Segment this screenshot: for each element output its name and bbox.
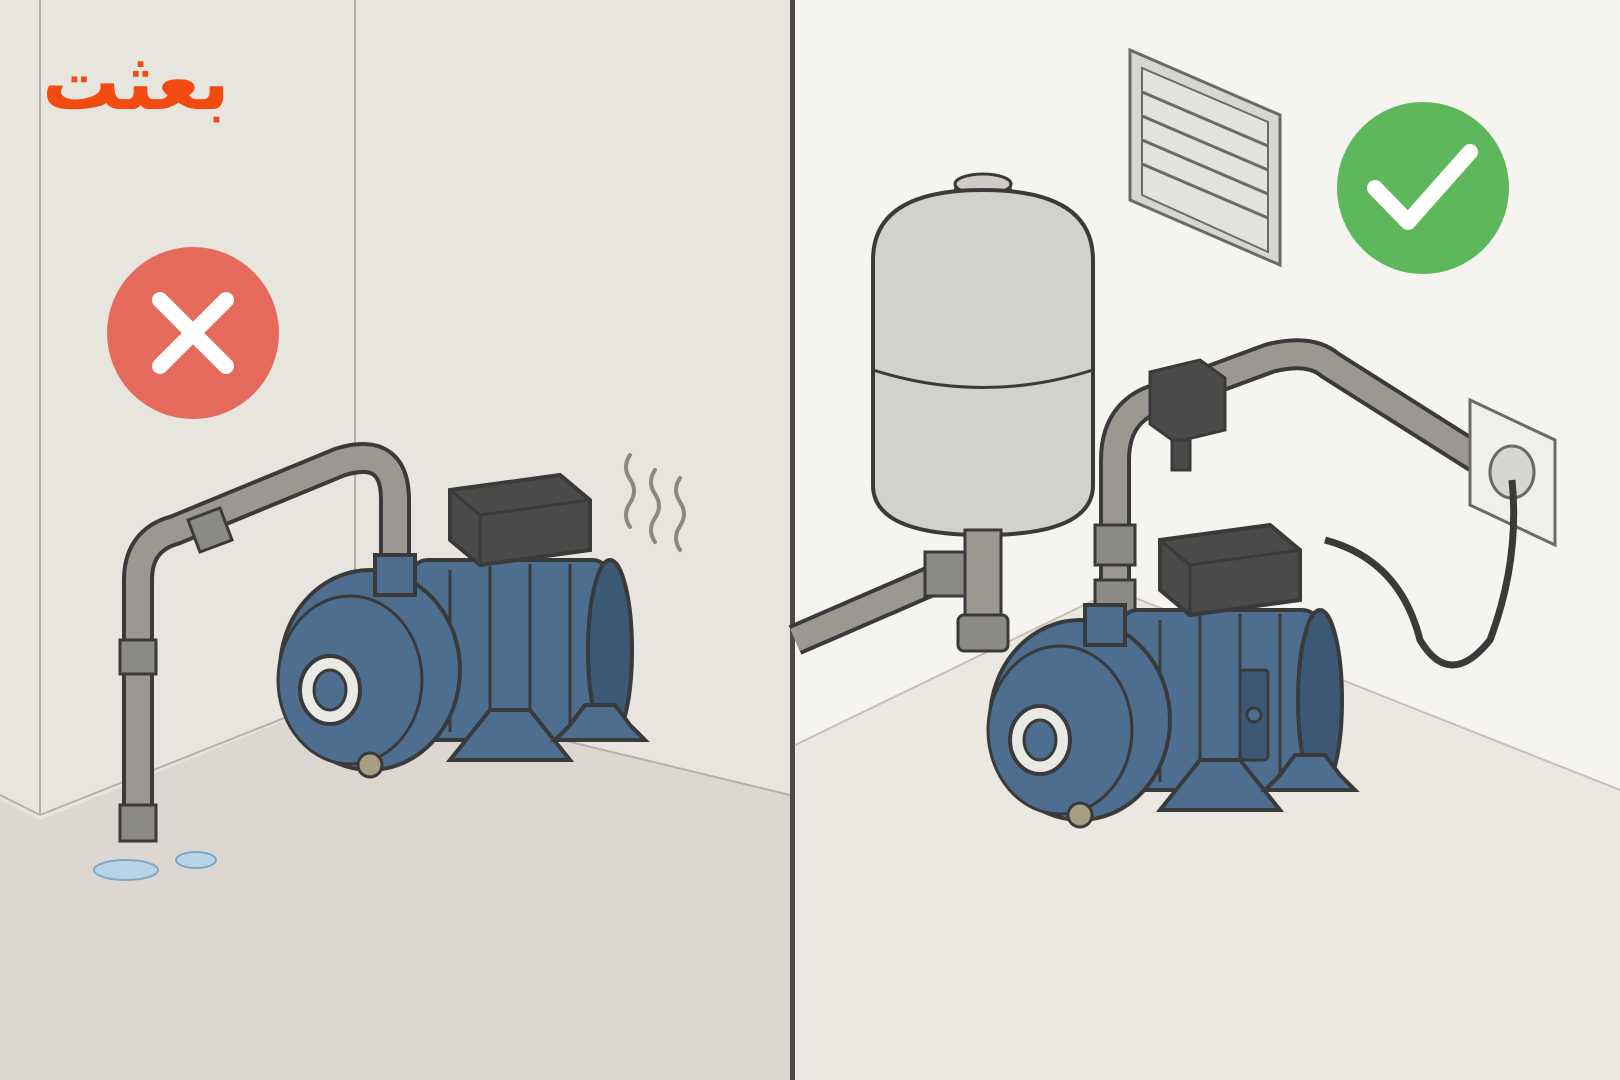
heat-waves-icon <box>624 453 686 552</box>
left-floor <box>0 690 790 1080</box>
cross-icon <box>107 247 279 419</box>
correct-installation-panel <box>788 0 1620 1080</box>
properly-installed-pump <box>986 523 1357 829</box>
supply-pipe <box>788 550 967 655</box>
panel-divider <box>790 0 795 1080</box>
water-puddle <box>93 851 217 881</box>
wall-outlet-icon <box>1468 397 1557 548</box>
check-icon <box>1337 102 1509 274</box>
brand-logo: بعثت <box>42 38 230 128</box>
pressure-tank <box>871 172 1095 653</box>
ventilation-grille-icon <box>1128 47 1282 268</box>
pressure-switch <box>1148 358 1227 472</box>
power-cable <box>1324 479 1518 669</box>
wrong-installation-panel <box>0 0 791 1080</box>
